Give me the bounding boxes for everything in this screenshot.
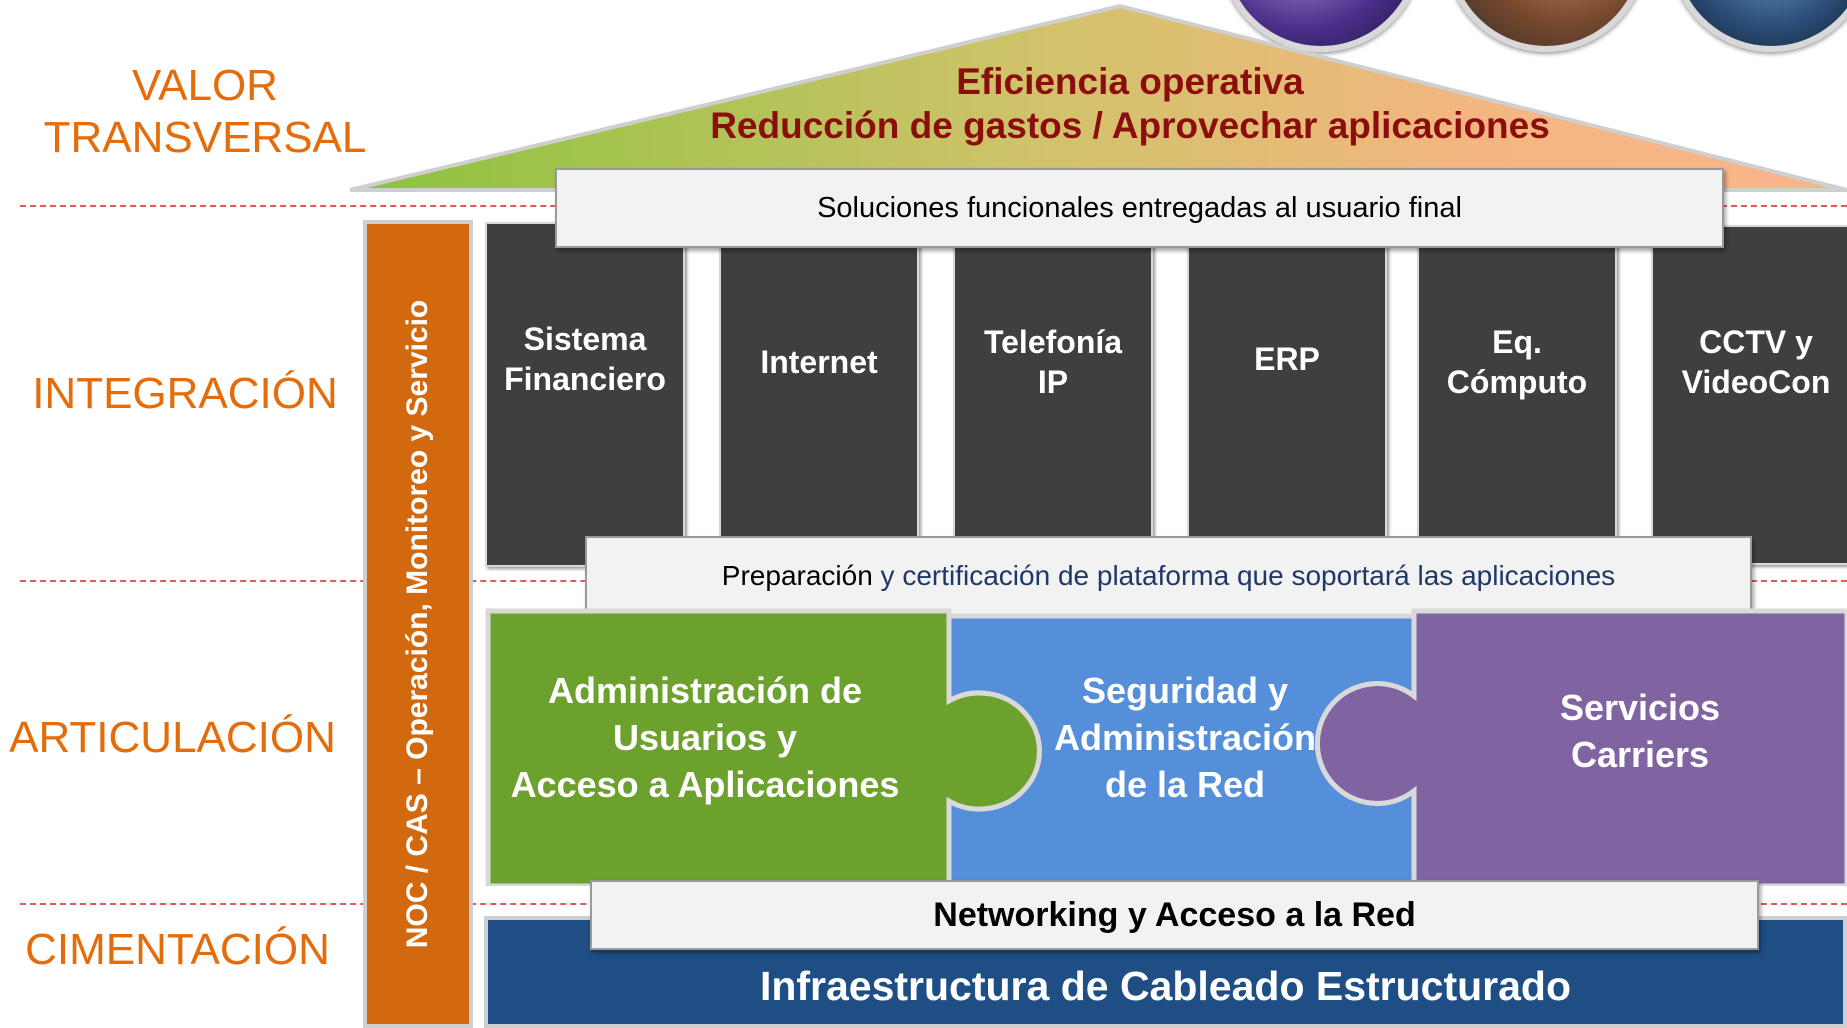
side-column: NOC / CAS – Operación, Monitoreo y Servi… <box>363 220 473 1028</box>
side-column-label: NOC / CAS – Operación, Monitoreo y Servi… <box>401 299 434 949</box>
puzzle-area <box>485 608 1847 886</box>
label-integracion: INTEGRACIÓN <box>32 369 338 418</box>
pillar-erp: ERP <box>1187 225 1387 565</box>
label-cimentacion: CIMENTACIÓN <box>25 925 330 974</box>
puzzle-piece-2-label: Seguridad y Administración de la Red <box>1053 670 1317 805</box>
networking-banner: Networking y Acceso a la Red <box>590 880 1759 950</box>
pillar-sistema-financiero: Sistema Financiero <box>485 222 685 567</box>
middle-banner: Preparación y certificación de plataform… <box>585 536 1752 616</box>
roof-line-1: Eficiencia operativa <box>956 61 1304 102</box>
pillar-label: Telefonía IP <box>983 324 1123 400</box>
pillar-cctv-videocon: CCTV y VideoCon <box>1651 225 1847 565</box>
top-banner: Soluciones funcionales entregadas al usu… <box>555 168 1724 248</box>
middle-banner-part1: Preparación <box>721 560 873 591</box>
base-label: Infraestructura de Cableado Estructurado <box>759 963 1572 1009</box>
pillar-label: ERP <box>1254 341 1320 377</box>
label-articulacion: ARTICULACIÓN <box>9 713 336 762</box>
puzzle-piece-1-label: Administración de Usuarios y Acceso a Ap… <box>510 670 900 805</box>
middle-banner-text: Preparación y certificación de plataform… <box>722 560 1615 592</box>
middle-banner-part2: y certificación de plataforma que soport… <box>872 560 1616 591</box>
puzzle-piece-green <box>485 608 1042 886</box>
top-banner-text: Soluciones funcionales entregadas al usu… <box>817 191 1462 224</box>
pillar-label: Internet <box>760 344 878 380</box>
pillar-label: CCTV y VideoCon <box>1681 324 1831 400</box>
pillar-label: Eq. Cómputo <box>1446 324 1588 400</box>
pillar-internet: Internet <box>719 225 919 565</box>
pillar-telefonia-ip: Telefonía IP <box>953 225 1153 565</box>
label-valor-transversal: VALOR TRANSVERSAL <box>43 61 367 162</box>
pillar-eq-computo: Eq. Cómputo <box>1417 225 1617 565</box>
roof-title: Eficiencia operativa Reducción de gastos… <box>560 60 1700 149</box>
puzzle-piece-3-label: Servicios Carriers <box>1559 687 1721 775</box>
pillar-label: Sistema Financiero <box>504 321 666 397</box>
networking-banner-text: Networking y Acceso a la Red <box>933 895 1416 934</box>
roof-line-2: Reducción de gastos / Aprovechar aplicac… <box>710 105 1550 147</box>
